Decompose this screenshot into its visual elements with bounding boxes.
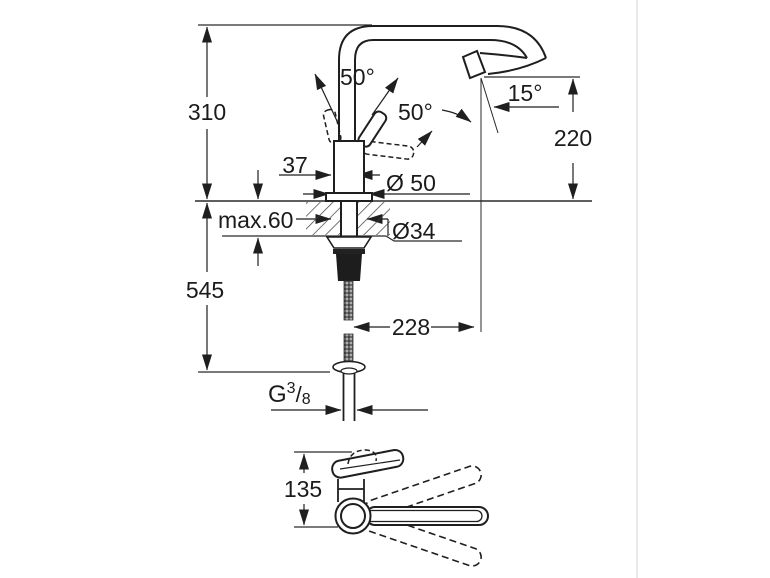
dim-thread-size-label: G3/8	[268, 381, 311, 408]
thread-prefix: G	[268, 381, 287, 408]
dim-hole-diameter-label: Ø34	[392, 218, 436, 244]
dim-spout-height-label: 310	[187, 99, 227, 125]
dim-base-diameter-label: Ø 50	[386, 170, 436, 196]
spout-outlet	[461, 49, 487, 80]
thread-slash: /	[295, 382, 302, 407]
dim-lever-angle-left-label: 50°	[340, 64, 375, 90]
faucet-body	[325, 140, 373, 281]
thread-numerator: 3	[286, 380, 296, 397]
mounting-nut	[336, 254, 362, 281]
dim-spout-reach-label: 228	[391, 314, 431, 340]
thread-denominator: 8	[301, 391, 311, 408]
counter-cross-section	[306, 202, 390, 235]
supply-hose	[332, 280, 366, 421]
spout	[338, 25, 547, 141]
dim-body-offset-label: 37	[282, 152, 308, 178]
dim-lever-angle-right-label: 50°	[398, 99, 433, 125]
dim-counter-thickness-label: max.60	[218, 207, 294, 233]
dim-swivel-height-label: 135	[283, 476, 323, 502]
top-view	[294, 448, 489, 567]
top-view-lever	[331, 448, 405, 479]
dim-total-height-label: 545	[185, 277, 225, 303]
front-view	[195, 24, 592, 421]
swivel-pivot	[334, 497, 372, 535]
spout-arm-solid	[365, 506, 489, 526]
dim-outlet-angle-label: 15°	[507, 80, 543, 106]
dim-outlet-height-label: 220	[553, 125, 593, 151]
top-view-lever-dashed-tip	[347, 449, 378, 465]
top-view-body	[331, 448, 405, 502]
